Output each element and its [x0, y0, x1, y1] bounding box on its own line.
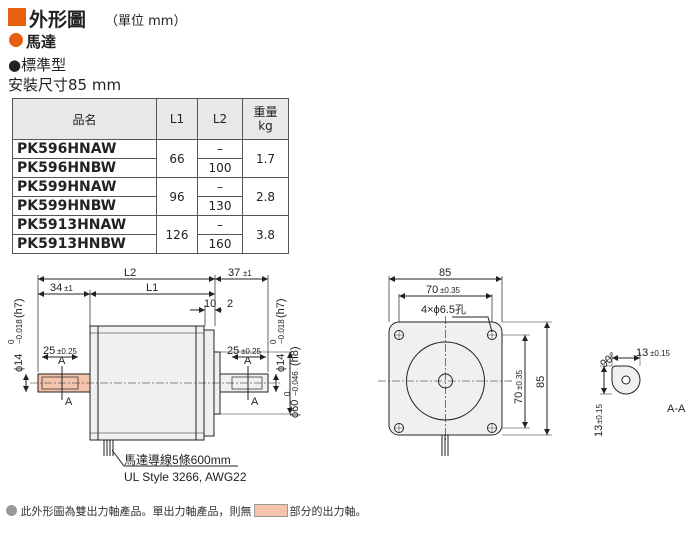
front-v-pitch: 70 — [513, 392, 525, 404]
section-mark-top-right: A — [244, 355, 252, 367]
front-v-pitch-tol: ±0.35 — [515, 369, 524, 390]
title-square-marker — [8, 8, 26, 26]
section-height-tol: ±0.15 — [595, 403, 604, 424]
product-name: PK5913HNBW — [12, 234, 157, 254]
pilot-diameter: ϕ60 — [289, 400, 301, 418]
side-view — [23, 275, 293, 467]
left-shaft-dia-fit: (h7) — [13, 298, 25, 318]
dim-l1: L1 — [146, 282, 158, 294]
left-keyway-length: 25 — [43, 345, 55, 357]
mounting-holes-label: 4×ϕ6.5孔 — [421, 303, 466, 316]
mount-size-label: 安裝尺寸85 mm — [8, 76, 122, 94]
col-header-name: 品名 — [12, 98, 157, 140]
section-label: A-A — [667, 403, 686, 415]
front-hole-pitch: 70 — [426, 284, 438, 296]
section-mark-bottom-right: A — [251, 396, 259, 408]
type-label: ●標準型 — [8, 56, 67, 74]
pilot-dia-tol-lower: −0.046 — [291, 371, 300, 396]
shaft-highlight-swatch — [253, 504, 288, 517]
l2-value: 100 — [197, 158, 243, 178]
right-shaft-dia-tol-upper: 0 — [269, 339, 278, 344]
dim-37: 37 — [228, 267, 240, 279]
cable-spec-line1: 馬達導線5條600mm — [124, 452, 231, 467]
table-row: PK596HNAW 66 – 1.7 — [12, 139, 289, 178]
weight-header-line2: kg — [258, 119, 273, 133]
dim-l2: L2 — [124, 267, 136, 279]
right-keyway-length: 25 — [227, 345, 239, 357]
l1-value: 66 — [156, 139, 198, 178]
section-width-tol: ±0.15 — [650, 349, 671, 358]
right-shaft-dia-fit: (h7) — [275, 298, 287, 318]
front-view — [378, 276, 552, 456]
left-keyway-tol: ±0.25 — [57, 347, 78, 356]
table-row: PK5913HNBW 160 — [12, 234, 289, 254]
unit-label: （單位 mm） — [105, 14, 187, 29]
dim-10: 10 — [204, 298, 216, 310]
table-row: PK599HNAW 96 – 2.8 — [12, 177, 289, 216]
left-shaft-dia-tol-lower: −0.018 — [15, 319, 24, 344]
dim-37-tol: ±1 — [243, 269, 252, 278]
left-shaft-dia-tol-upper: 0 — [7, 339, 16, 344]
motor-section-label: 馬達 — [26, 33, 57, 51]
page-title: 外形圖 — [29, 9, 87, 31]
product-name: PK599HNBW — [12, 196, 157, 216]
front-height: 85 — [535, 376, 547, 388]
pilot-dia-tol-upper: 0 — [283, 391, 292, 396]
section-height: 13 — [593, 425, 605, 437]
dim-34: 34 — [50, 282, 62, 294]
right-shaft-dia-tol-lower: −0.018 — [277, 319, 286, 344]
cable-spec-line2: UL Style 3266, AWG22 — [124, 470, 247, 484]
pilot-dia-fit: (h8) — [289, 346, 301, 366]
footer-text-after: 部分的出力軸。 — [289, 505, 367, 518]
l2-value: 160 — [197, 234, 243, 254]
l1-value: 126 — [156, 215, 198, 254]
weight-value: 3.8 — [242, 215, 289, 254]
left-shaft-diameter: ϕ14 — [13, 354, 25, 372]
front-width: 85 — [439, 267, 451, 279]
product-name: PK599HNAW — [12, 177, 157, 197]
dim-2: 2 — [227, 298, 233, 310]
front-hole-pitch-tol: ±0.35 — [440, 286, 461, 295]
motor-bullet-icon — [9, 33, 23, 47]
dim-34-tol: ±1 — [64, 284, 73, 293]
weight-header-line1: 重量 — [253, 105, 278, 119]
spec-table: 品名 L1 L2 重量 kg PK596HNAW 66 – 1.7 PK596H… — [12, 98, 289, 254]
section-width: 13 — [636, 347, 648, 359]
right-keyway-tol: ±0.25 — [241, 347, 262, 356]
product-name: PK596HNAW — [12, 139, 157, 159]
section-mark-bottom-left: A — [65, 396, 73, 408]
table-row: PK599HNBW 130 — [12, 196, 289, 216]
right-shaft-diameter: ϕ14 — [275, 354, 287, 372]
section-mark-top-left: A — [58, 355, 66, 367]
section-view — [600, 352, 641, 395]
footer-text-before: 此外形圖為雙出力軸產品。單出力軸產品，則無 — [20, 505, 252, 518]
col-header-weight: 重量 kg — [242, 98, 289, 140]
footer-note: 此外形圖為雙出力軸產品。單出力軸產品，則無 部分的出力軸。 — [6, 503, 367, 519]
note-bullet-icon — [6, 505, 17, 516]
